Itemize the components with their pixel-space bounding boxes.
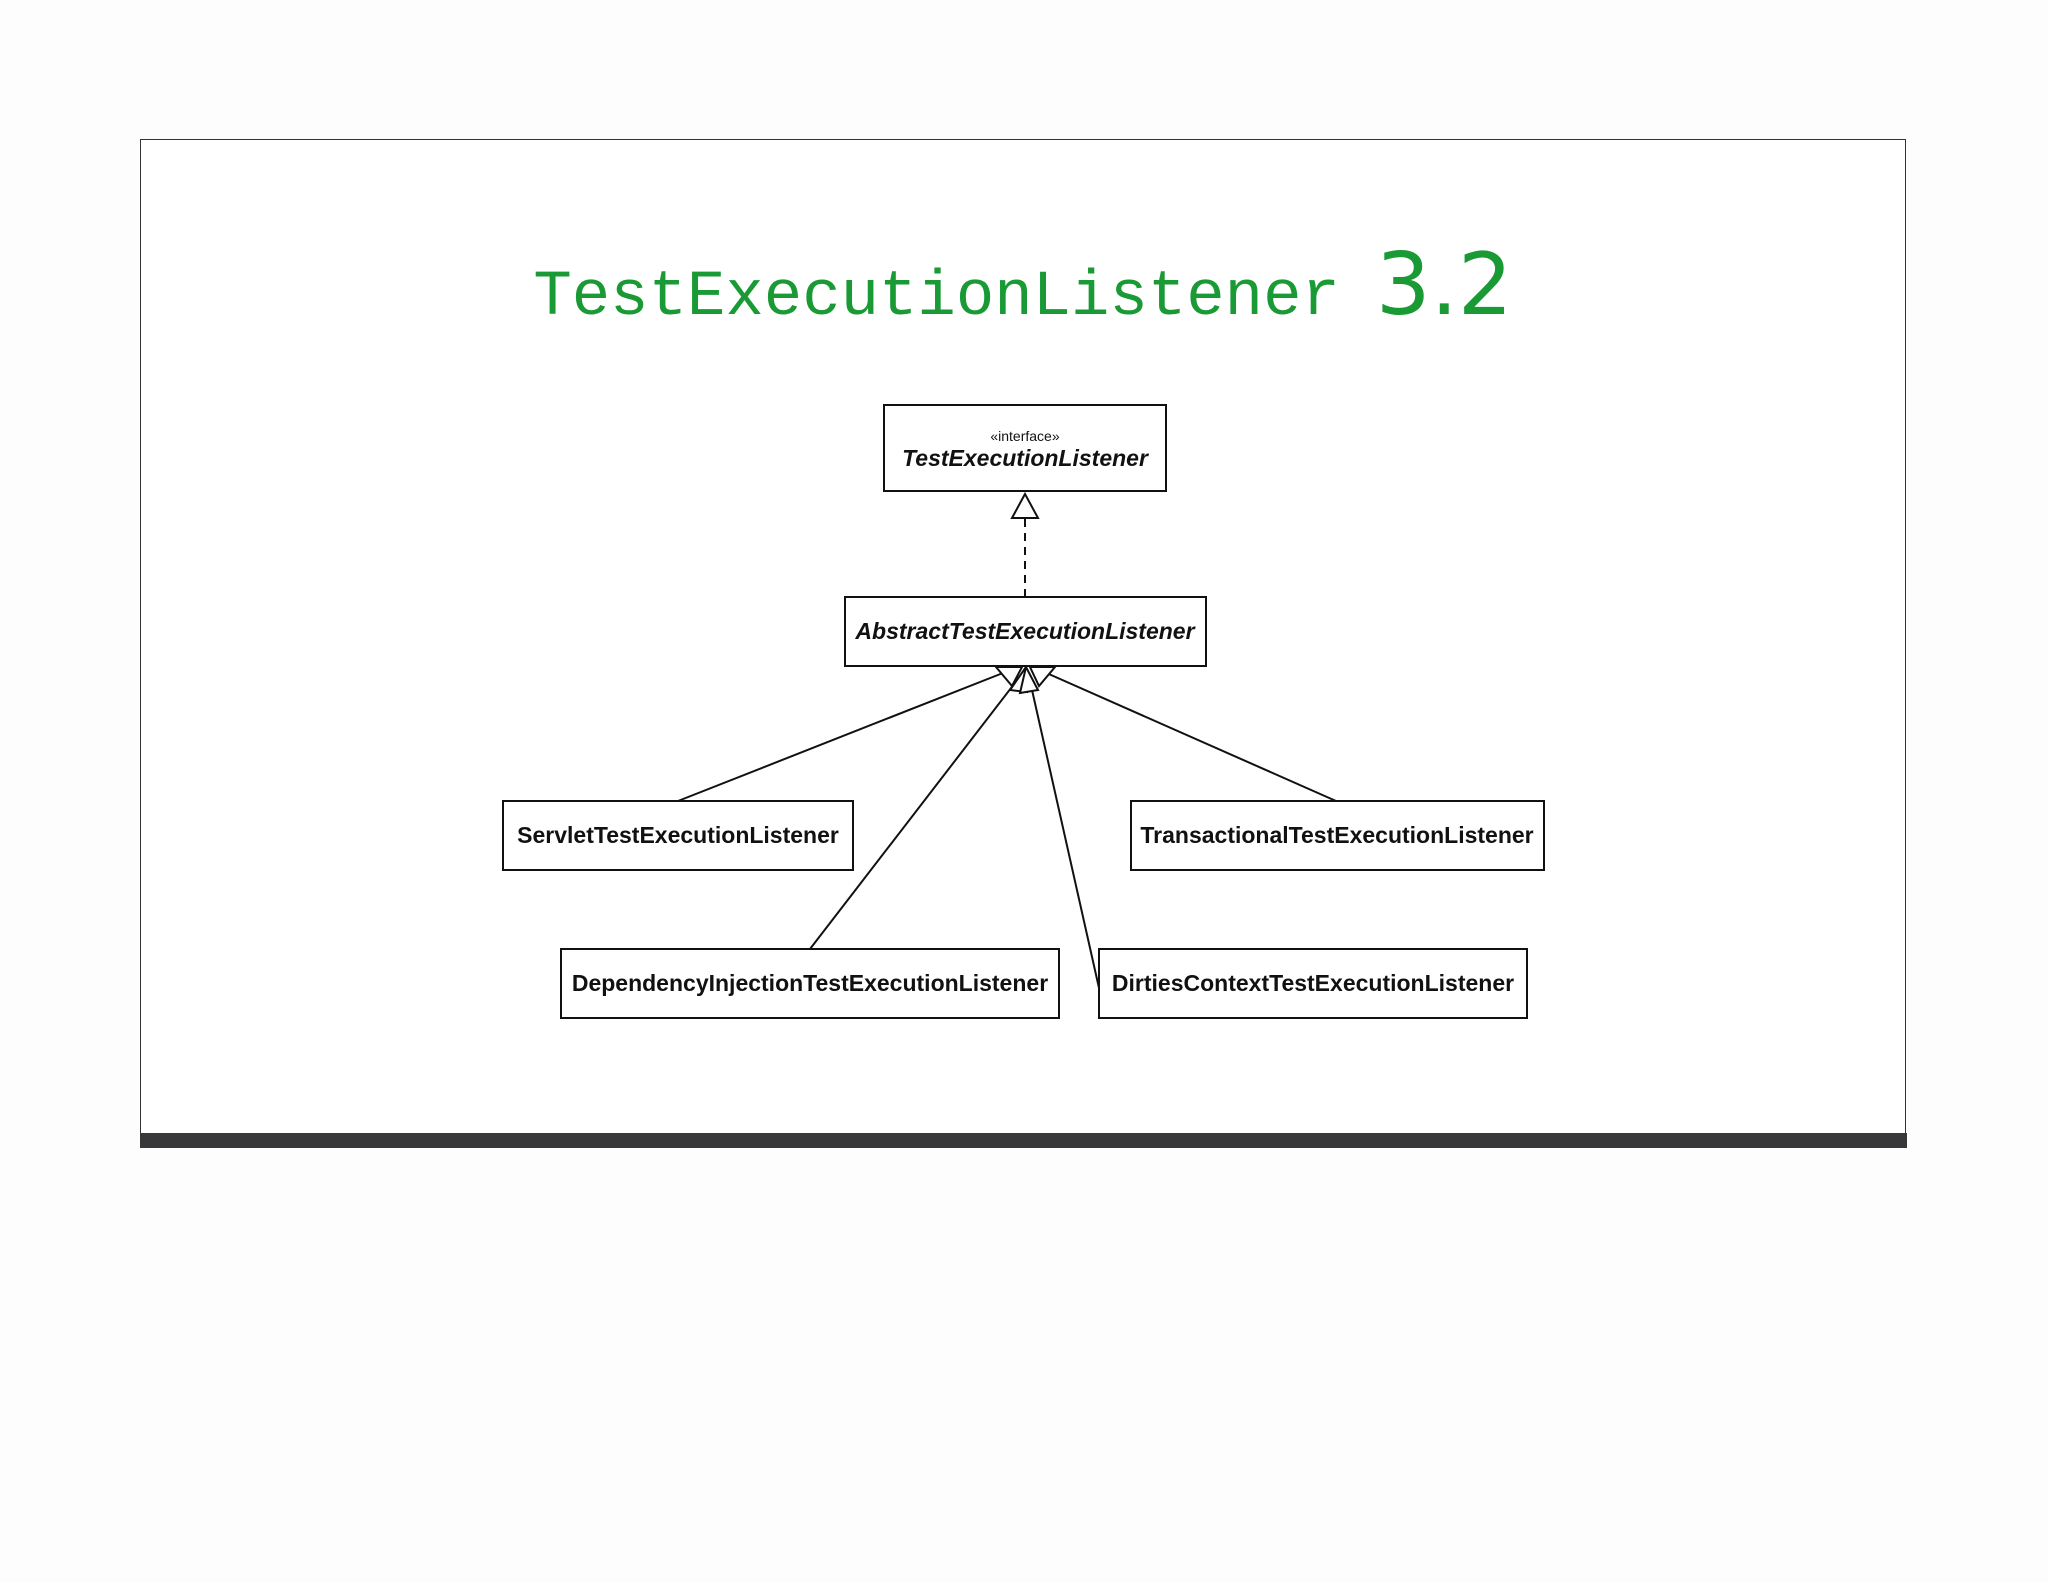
interface-name: TestExecutionListener — [902, 445, 1149, 471]
abstract-class-box: AbstractTestExecutionListener — [844, 596, 1207, 667]
interface-stereotype: «interface» — [990, 428, 1059, 444]
interface-class-box: «interface» TestExecutionListener — [883, 404, 1167, 492]
title-version: 3.2 — [1375, 235, 1513, 335]
interface-box-border — [883, 404, 1167, 492]
class-box-dependency-injection: DependencyInjectionTestExecutionListener — [560, 948, 1060, 1019]
realization-arrowhead — [1010, 491, 1040, 519]
relations — [677, 491, 1337, 989]
servlet-class-name: ServletTestExecutionListener — [517, 822, 839, 848]
dependency-injection-box-border — [560, 948, 1060, 1019]
slide-bottom-bar — [140, 1133, 1907, 1148]
generalization-line-transactional — [1041, 670, 1337, 802]
generalization-line-servlet — [677, 670, 1009, 802]
abstract-class-name: AbstractTestExecutionListener — [854, 618, 1195, 644]
abstract-box-border — [844, 596, 1207, 667]
title-code: TestExecutionListener — [533, 262, 1340, 334]
transactional-class-name: TransactionalTestExecutionListener — [1140, 822, 1533, 848]
dependency-injection-class-name: DependencyInjectionTestExecutionListener — [572, 970, 1048, 996]
generalization-line-dependency-injection — [809, 678, 1019, 950]
dirties-context-class-name: DirtiesContextTestExecutionListener — [1112, 970, 1514, 996]
slide-title: TestExecutionListener 3.2 — [140, 235, 1906, 355]
transactional-box-border — [1130, 800, 1545, 871]
class-box-dirties-context: DirtiesContextTestExecutionListener — [1098, 948, 1528, 1019]
class-box-servlet: ServletTestExecutionListener — [502, 800, 854, 871]
servlet-box-border — [502, 800, 854, 871]
generalization-arrowhead-dirties-context — [1018, 664, 1040, 695]
generalization-line-dirties-context — [1029, 680, 1100, 989]
dirties-context-box-border — [1098, 948, 1528, 1019]
class-box-transactional: TransactionalTestExecutionListener — [1130, 800, 1545, 871]
